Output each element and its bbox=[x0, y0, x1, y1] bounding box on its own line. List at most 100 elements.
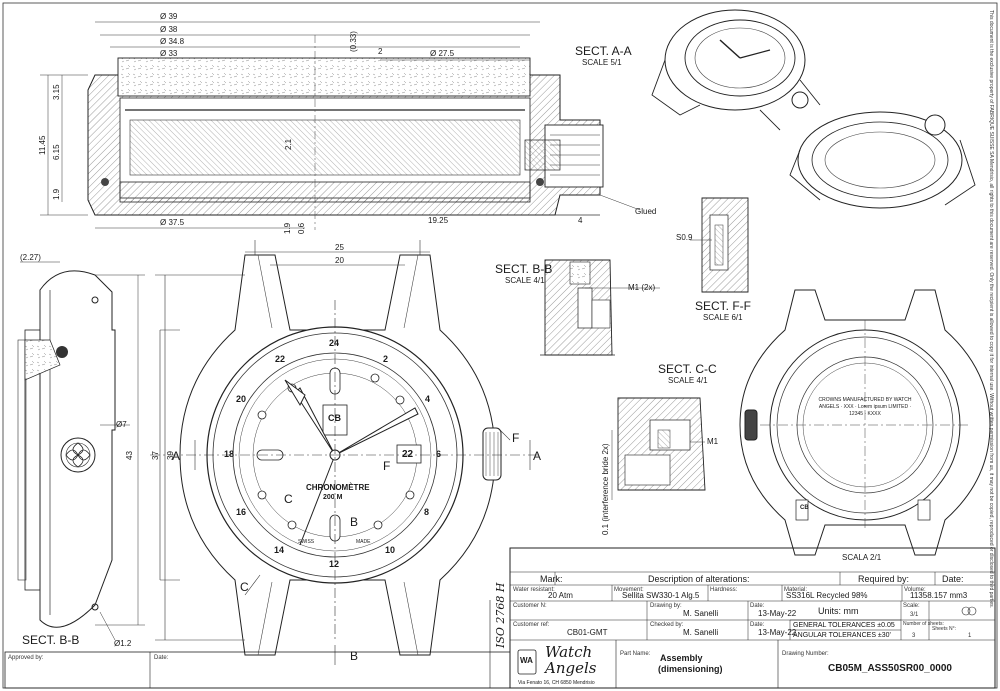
dim-left-1: 3.15 bbox=[52, 84, 61, 100]
dim-bottom-2: 1.9 bbox=[283, 222, 292, 234]
num-sheets-label: Number of sheets: bbox=[903, 621, 944, 627]
date1-label: Date: bbox=[750, 603, 765, 609]
dim-left-2: 11.45 bbox=[38, 135, 47, 155]
back-view-logo: CB bbox=[800, 505, 809, 511]
title-block-grid bbox=[4, 547, 996, 689]
alter-description: Description of alterations: bbox=[648, 574, 750, 584]
dim-top-3: Ø 34.8 bbox=[160, 37, 185, 46]
part-name-value-1: Assembly bbox=[660, 653, 703, 663]
section-ff-detail-drawing bbox=[690, 197, 749, 293]
iso-view-back bbox=[789, 111, 976, 209]
section-aa-drawing bbox=[40, 21, 641, 230]
sheet-n-value: 1 bbox=[968, 633, 972, 639]
dim-left-4: 1.9 bbox=[52, 188, 61, 200]
brand-name-line2: Angels bbox=[545, 659, 597, 677]
bezel-18: 18 bbox=[224, 449, 235, 459]
checked-by-value: M. Sanelli bbox=[683, 628, 719, 637]
date1-value: 13-May-22 bbox=[758, 609, 797, 618]
bezel-8: 8 bbox=[424, 507, 430, 517]
section-aa-scale: SCALE 5/1 bbox=[582, 58, 622, 67]
marker-b-top: B bbox=[350, 515, 359, 529]
section-cc-scale: SCALE 4/1 bbox=[668, 376, 708, 385]
section-cc-note: 0.1 (interference bride 2x) bbox=[601, 443, 610, 535]
part-name-label: Part Name: bbox=[620, 651, 651, 657]
alter-required-by: Required by: bbox=[858, 574, 910, 584]
section-cc-title: SECT. C-C bbox=[658, 362, 717, 376]
dim-top-2: Ø 38 bbox=[160, 25, 178, 34]
dial-text-chronometre: CHRONOMÈTRE bbox=[306, 483, 370, 492]
glued-note: Glued bbox=[635, 207, 657, 216]
approved-date-label: Date: bbox=[154, 655, 169, 661]
dim-top-7: Ø 27.5 bbox=[430, 49, 455, 58]
bezel-2: 2 bbox=[383, 354, 389, 364]
part-name-value-2: (dimensioning) bbox=[658, 664, 723, 674]
material-label: Material: bbox=[784, 587, 808, 593]
water-resistant-label: Water resistant: bbox=[513, 587, 555, 593]
material-value: SS316L Recycled 98% bbox=[786, 591, 868, 600]
dim-left-3: 6.15 bbox=[52, 144, 61, 160]
date2-value: 13-May-22 bbox=[758, 628, 797, 637]
dial-date: 22 bbox=[402, 449, 414, 460]
num-sheets-value: 3 bbox=[912, 633, 916, 639]
side-dim-4: Ø1.2 bbox=[114, 639, 132, 648]
marker-a-right: A bbox=[533, 449, 542, 463]
dial-text-made: MADE bbox=[356, 539, 371, 545]
bezel-24: 24 bbox=[329, 338, 340, 348]
drawing-by-value: M. Sanelli bbox=[683, 609, 719, 618]
scale-value: 3/1 bbox=[910, 612, 919, 618]
brand-logo-icon: WA bbox=[520, 656, 533, 665]
front-dim-37: 37 bbox=[151, 451, 160, 460]
iso-view-front bbox=[651, 9, 821, 131]
dim-top-1: Ø 39 bbox=[160, 12, 178, 21]
sheet-n-label: Sheets N°: bbox=[932, 626, 956, 632]
dim-top-4: Ø 33 bbox=[160, 49, 178, 58]
section-bb-detail-title: SECT. B-B bbox=[495, 262, 553, 276]
movement-label: Movement: bbox=[614, 587, 644, 593]
alter-mark: Mark: bbox=[540, 574, 563, 584]
movement-value: Sellita SW330-1 Alg.5 bbox=[622, 591, 700, 600]
bezel-12: 12 bbox=[329, 559, 340, 569]
customer-ref-label: Customer ref: bbox=[513, 622, 550, 628]
approved-by-label: Approved by: bbox=[8, 655, 44, 661]
bezel-20: 20 bbox=[236, 394, 247, 404]
customer-ref-value: CB01-GMT bbox=[567, 628, 608, 637]
marker-a-left: A bbox=[172, 449, 181, 463]
checked-by-label: Checked by: bbox=[650, 622, 684, 628]
drawing-number-value: CB05M_ASS50SR00_0000 bbox=[828, 663, 952, 674]
back-view-ring-text: CROWNS MANUFACTURED BY WATCH ANGELS · XX… bbox=[818, 397, 912, 417]
side-view-drawing bbox=[17, 261, 145, 641]
marker-c-bottom: C bbox=[240, 580, 249, 594]
section-ff-callout: S0.9 bbox=[676, 233, 693, 242]
dim-top-6: 2 bbox=[378, 47, 383, 56]
drawing-number-label: Drawing Number: bbox=[782, 651, 829, 657]
alter-date: Date: bbox=[942, 574, 964, 584]
marker-b-bottom: B bbox=[350, 649, 359, 663]
brand-name-line1: Watch bbox=[545, 643, 593, 661]
front-view-drawing bbox=[150, 240, 540, 665]
section-bb-detail-scale: SCALE 4/1 bbox=[505, 276, 545, 285]
dim-top-5: (0.33) bbox=[349, 31, 358, 52]
side-dim-1: (2.27) bbox=[20, 253, 41, 262]
iso-standard: ISO 2768 H bbox=[494, 582, 507, 648]
marker-f-inner: F bbox=[383, 459, 391, 473]
dial-logo: CB bbox=[328, 413, 341, 423]
section-ff-scale: SCALE 6/1 bbox=[703, 313, 743, 322]
volume-label: Volume: bbox=[904, 587, 926, 593]
volume-value: 11358.157 mm3 bbox=[910, 591, 968, 600]
bezel-4: 4 bbox=[425, 394, 431, 404]
dim-bottom-3: 0.6 bbox=[297, 222, 306, 234]
customer-n-label: Customer N: bbox=[513, 603, 547, 609]
section-ff-title: SECT. F-F bbox=[695, 299, 751, 313]
bezel-10: 10 bbox=[385, 545, 396, 555]
side-dim-3: 43 bbox=[125, 451, 134, 460]
dial-text-200m: 200 M bbox=[323, 494, 343, 501]
marker-f-outer: F bbox=[512, 431, 520, 445]
back-view-drawing bbox=[739, 289, 991, 556]
dim-bottom-1: Ø 37.5 bbox=[160, 218, 185, 227]
water-resistant-value: 20 Atm bbox=[548, 591, 573, 600]
bezel-16: 16 bbox=[236, 507, 247, 517]
dim-bottom-4: 19.25 bbox=[428, 216, 449, 225]
hardness-label: Hardness: bbox=[710, 587, 738, 593]
